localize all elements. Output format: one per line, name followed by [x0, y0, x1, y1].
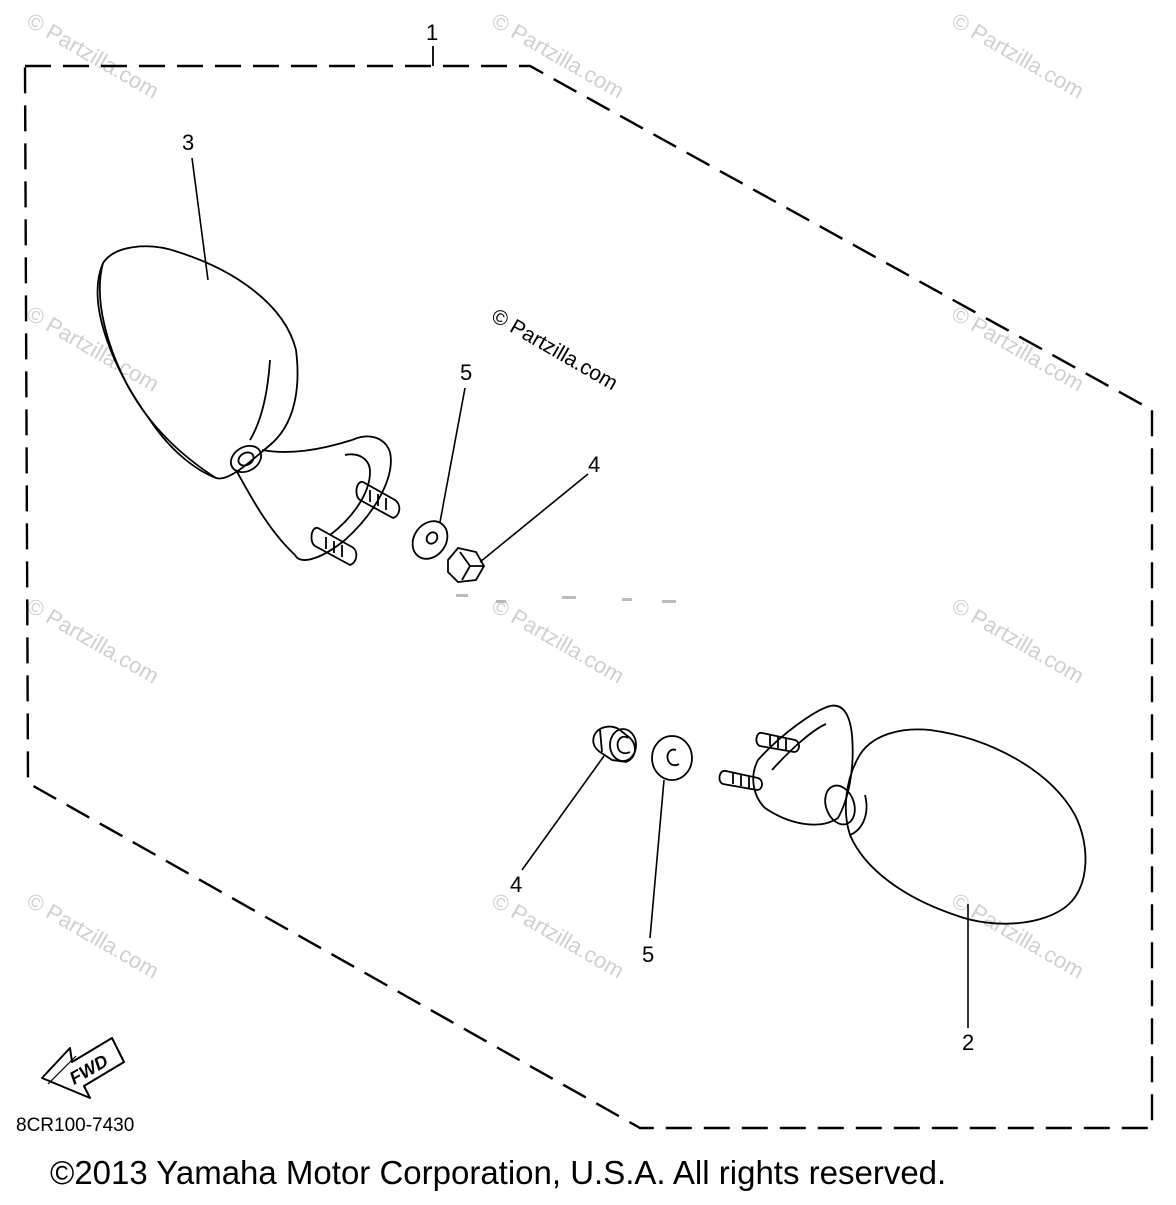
right-mirror-stud-upper: [755, 732, 800, 753]
callout-4-upper: 4: [479, 452, 600, 563]
fwd-arrow: FWD: [41, 1037, 125, 1099]
watermark: © Partzilla.com: [23, 301, 164, 397]
part-code: 8CR100-7430: [16, 1115, 134, 1136]
left-mirror-pivot: [230, 444, 262, 474]
watermark: © Partzilla.com: [488, 888, 629, 984]
left-mirror-stud-upper: [355, 481, 401, 519]
watermark: © Partzilla.com: [948, 593, 1089, 689]
callout-4-lower: 4: [510, 755, 605, 897]
callout-3-number: 3: [182, 130, 194, 155]
watermark: © Partzilla.com: [948, 301, 1089, 397]
watermark: © Partzilla.com: [23, 8, 164, 104]
callout-5-upper-number: 5: [460, 360, 472, 385]
callout-1: 1: [426, 20, 438, 66]
right-mirror-pivot: [824, 784, 856, 826]
right-washer: [651, 735, 693, 781]
scan-specks: [456, 594, 676, 603]
callout-4-upper-number: 4: [588, 452, 600, 477]
callout-3: 3: [182, 130, 209, 281]
callout-5-lower-number: 5: [642, 942, 654, 967]
left-mirror: [96, 245, 401, 566]
center-watermark: © Partzilla.com: [488, 304, 622, 395]
callout-2-number: 2: [962, 1030, 974, 1055]
assembly-boundary: [23, 64, 1154, 1130]
callout-4-lower-number: 4: [510, 872, 522, 897]
callout-5-lower: 5: [642, 779, 665, 967]
watermark: © Partzilla.com: [948, 8, 1089, 104]
left-nut: [447, 547, 486, 583]
copyright-notice: ©2013 Yamaha Motor Corporation, U.S.A. A…: [50, 1154, 946, 1191]
watermark: © Partzilla.com: [23, 593, 164, 689]
right-mirror-stud-lower: [718, 770, 763, 791]
callout-1-number: 1: [426, 20, 438, 45]
watermark: © Partzilla.com: [488, 8, 629, 104]
right-nut: [592, 725, 637, 763]
watermark: © Partzilla.com: [23, 888, 164, 984]
left-mirror-stud-lower: [310, 527, 358, 566]
callout-2: 2: [962, 904, 974, 1055]
callout-5-upper: 5: [439, 360, 472, 523]
right-mirror-head: [845, 728, 1087, 925]
left-washer: [411, 520, 449, 560]
right-mirror-base: [752, 704, 854, 826]
watermark: © Partzilla.com: [488, 593, 629, 689]
right-mirror: [718, 704, 1087, 925]
